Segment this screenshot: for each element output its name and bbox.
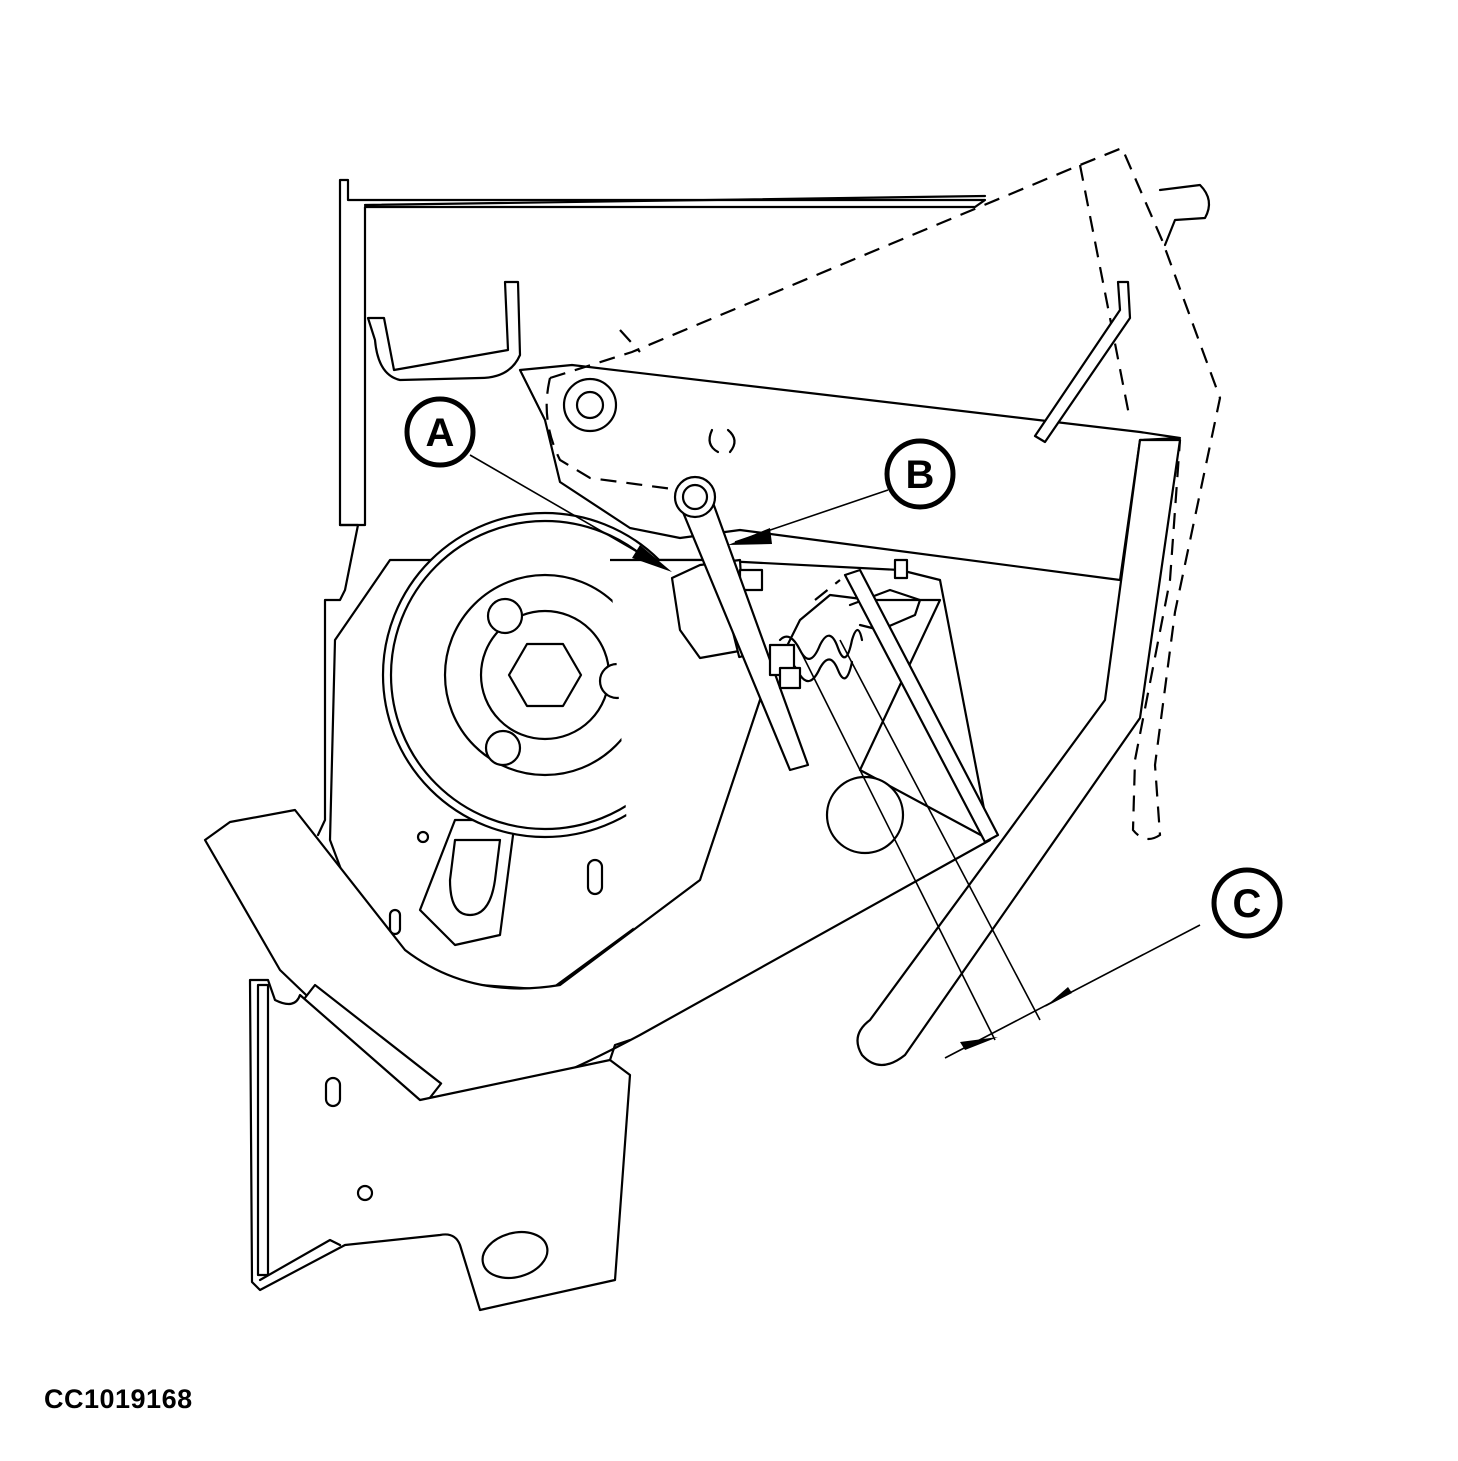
u-bracket — [366, 280, 522, 382]
brake-lever — [856, 438, 1182, 1067]
dimension-c — [799, 639, 1201, 1059]
compression-spring — [768, 558, 922, 690]
link-hole — [825, 775, 905, 855]
hex-nut-icon — [507, 642, 583, 708]
callout-b: B — [884, 438, 956, 510]
pivot-arm — [518, 363, 1182, 582]
figure-id-label: CC1019168 — [44, 1384, 193, 1414]
leader-lines — [469, 454, 889, 572]
arm-clip — [1033, 280, 1132, 444]
callout-c: C — [1211, 867, 1283, 939]
callout-c-label: C — [1233, 882, 1262, 926]
adjust-rod — [673, 475, 810, 772]
slot-bar — [843, 568, 1000, 844]
frame-plate — [316, 178, 987, 837]
callout-a-label: A — [426, 411, 455, 455]
callout-a: A — [404, 396, 476, 468]
mounting-bracket — [248, 978, 632, 1312]
phantom-arm-outline — [545, 146, 1222, 841]
callout-b-label: B — [906, 453, 935, 497]
